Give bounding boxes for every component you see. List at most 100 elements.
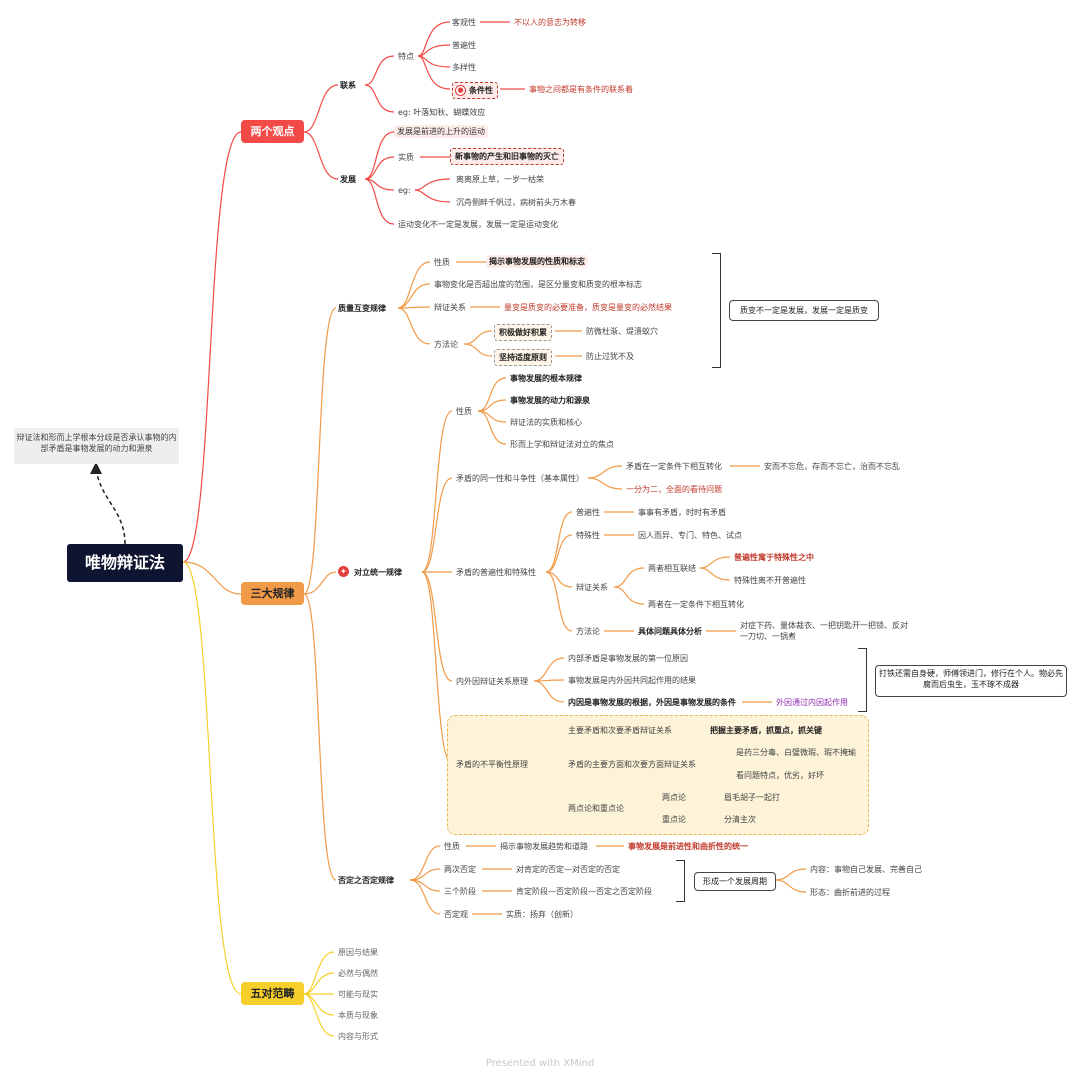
io-summary[interactable]: 打铁还需自身硬，师傅领进门，修行在个人。物必先腐而后虫生，玉不琢不成器 xyxy=(875,665,1067,697)
qc-summary[interactable]: 质变不一定是发展，发展一定是质变 xyxy=(729,300,879,321)
node-essence[interactable]: 实质 xyxy=(398,153,414,162)
topic-three-laws[interactable]: 三大规律 xyxy=(241,582,304,605)
node-neg-twice[interactable]: 两次否定 xyxy=(444,865,476,874)
node-unity-un1[interactable]: 主要矛盾和次要矛盾辩证关系 xyxy=(568,726,672,735)
note-neg-twice: 对肯定的否定—对否定的否定 xyxy=(516,865,620,874)
note-qc-m2: 防止过犹不及 xyxy=(586,352,634,361)
note-unity-un3b: 分清主次 xyxy=(724,815,756,824)
node-unity-same[interactable]: 矛盾的同一性和斗争性（基本属性） xyxy=(456,474,584,483)
note-conditional: 事物之间都是有条件的联系着 xyxy=(529,85,633,94)
node-unity-uneven[interactable]: 矛盾的不平衡性原理 xyxy=(456,760,528,769)
node-develop-a[interactable]: 发展是前进的上升的运动 xyxy=(394,125,488,138)
node-objective[interactable]: 客观性 xyxy=(452,18,476,27)
node-unity-u3a1[interactable]: 普遍性寓于特殊性之中 xyxy=(734,552,814,562)
note-neg-view: 实质：扬弃（创新） xyxy=(506,910,578,919)
node-unity-uni[interactable]: 矛盾的普遍性和特殊性 xyxy=(456,568,536,577)
topic-two-views[interactable]: 两个观点 xyxy=(241,120,304,143)
node-unity-io3[interactable]: 内因是事物发展的根据，外因是事物发展的条件 xyxy=(568,697,736,707)
node-unity-io2[interactable]: 事物发展是内外因共同起作用的结果 xyxy=(568,676,696,685)
node-neg-view[interactable]: 否定观 xyxy=(444,910,468,919)
root-note: 辩证法和形而上学根本分歧是否承认事物的内部矛盾是事物发展的动力和源泉 xyxy=(14,428,179,464)
node-unity-un3b[interactable]: 重点论 xyxy=(662,815,686,824)
node-unity-law[interactable]: 对立统一规律 xyxy=(354,567,402,577)
node-qc-m1[interactable]: 积极做好积累 xyxy=(494,324,552,341)
node-neg-law[interactable]: 否定之否定规律 xyxy=(338,875,394,885)
node-unity-nature[interactable]: 性质 xyxy=(456,407,472,416)
node-qc-law[interactable]: 质量互变规律 xyxy=(338,303,386,313)
node-unity-u2[interactable]: 特殊性 xyxy=(576,531,600,540)
note-unity-un3a: 眉毛胡子一起打 xyxy=(724,793,780,802)
node-unity-un3a[interactable]: 两点论 xyxy=(662,793,686,802)
node-neg-form[interactable]: 形态：曲折前进的过程 xyxy=(810,888,890,897)
node-link[interactable]: 联系 xyxy=(340,80,356,90)
io-summary-brace xyxy=(858,648,867,712)
node-neg-three[interactable]: 三个阶段 xyxy=(444,887,476,896)
target-icon: ● xyxy=(455,85,466,96)
pair-item[interactable]: 可能与现实 xyxy=(338,990,378,999)
node-unity-u4a[interactable]: 具体问题具体分析 xyxy=(638,627,702,636)
topic-five-pairs[interactable]: 五对范畴 xyxy=(241,982,304,1005)
node-conditional-label: 条件性 xyxy=(469,86,493,95)
note-unity-u4a-2: 一刀切、一锅煮 xyxy=(740,632,796,641)
node-develop-eg[interactable]: eg: xyxy=(398,186,411,195)
node-develop[interactable]: 发展 xyxy=(340,174,356,184)
node-unity-u1[interactable]: 普遍性 xyxy=(576,508,600,517)
pair-item[interactable]: 原因与结果 xyxy=(338,948,378,957)
node-link-eg[interactable]: eg: 叶落知秋、蝴蝶效应 xyxy=(398,108,486,117)
node-unity-u3a2[interactable]: 特殊性离不开普遍性 xyxy=(734,576,806,585)
note-neg-nature2: 事物发展是前进性和曲折性的统一 xyxy=(628,841,748,851)
node-unity-un3[interactable]: 两点论和重点论 xyxy=(568,804,624,813)
node-qc-measure[interactable]: 事物变化是否超出度的范围，是区分量变和质变的根本标志 xyxy=(434,280,642,289)
note-neg-nature: 揭示事物发展趋势和道路 xyxy=(500,842,588,851)
node-develop-b[interactable]: 运动变化不一定是发展，发展一定是运动变化 xyxy=(398,220,558,229)
node-qc-method[interactable]: 方法论 xyxy=(434,340,458,349)
neg-cycle-brace xyxy=(676,860,685,902)
node-universal[interactable]: 普遍性 xyxy=(452,41,476,50)
node-unity-n3[interactable]: 辩证法的实质和核心 xyxy=(510,418,582,427)
node-unity-same2[interactable]: 一分为二，全面的看待问题 xyxy=(626,485,722,494)
note-unity-un1: 把握主要矛盾，抓重点，抓关键 xyxy=(710,726,822,735)
root-topic[interactable]: 唯物辩证法 xyxy=(67,544,183,582)
node-qc-m2[interactable]: 坚持适度原则 xyxy=(494,349,552,366)
pair-item[interactable]: 内容与形式 xyxy=(338,1032,378,1041)
note-unity-io3: 外因通过内因起作用 xyxy=(776,698,848,707)
qc-summary-brace xyxy=(712,253,721,368)
note-unity-same1: 安而不忘危，存而不忘亡，治而不忘乱 xyxy=(764,462,900,471)
footer-watermark: Presented with XMind xyxy=(485,1058,595,1069)
note-unity-u1: 事事有矛盾，时时有矛盾 xyxy=(638,508,726,517)
node-unity-same1[interactable]: 矛盾在一定条件下相互转化 xyxy=(626,462,722,471)
pair-item[interactable]: 本质与现象 xyxy=(338,1011,378,1020)
node-unity-n4[interactable]: 形而上学和辩证法对立的焦点 xyxy=(510,440,614,449)
node-feature[interactable]: 特点 xyxy=(398,52,414,61)
node-unity-n1[interactable]: 事物发展的根本规律 xyxy=(510,374,582,383)
node-neg-content[interactable]: 内容：事物自己发展、完善自己 xyxy=(810,865,922,874)
node-diverse[interactable]: 多样性 xyxy=(452,63,476,72)
note-qc-m1: 防微杜渐、堤溃蚁穴 xyxy=(586,327,658,336)
node-unity-io1[interactable]: 内部矛盾是事物发展的第一位原因 xyxy=(568,654,688,663)
node-essence-note[interactable]: 新事物的产生和旧事物的灭亡 xyxy=(450,148,564,165)
node-qc-nature[interactable]: 性质 xyxy=(434,258,450,267)
node-qc-dialectic[interactable]: 辩证关系 xyxy=(434,303,466,312)
note-qc-nature: 揭示事物发展的性质和标志 xyxy=(486,255,588,268)
star-icon: ✦ xyxy=(338,566,349,577)
node-unity-un2b[interactable]: 看问题特点，优劣，好坏 xyxy=(736,771,824,780)
node-unity-n2[interactable]: 事物发展的动力和源泉 xyxy=(510,396,590,405)
note-neg-three: 肯定阶段—否定阶段—否定之否定阶段 xyxy=(516,887,652,896)
node-unity-inout[interactable]: 内外因辩证关系原理 xyxy=(456,677,528,686)
node-unity-u3a[interactable]: 两者相互联结 xyxy=(648,564,696,573)
note-unity-u4a-1: 对症下药、量体裁衣、一把钥匙开一把锁、反对 xyxy=(740,621,908,630)
node-develop-eg1[interactable]: 离离原上草，一岁一枯荣 xyxy=(456,175,544,184)
node-neg-nature[interactable]: 性质 xyxy=(444,842,460,851)
pair-item[interactable]: 必然与偶然 xyxy=(338,969,378,978)
note-qc-dialectic: 量变是质变的必要准备，质变是量变的必然结果 xyxy=(504,303,672,312)
node-unity-u4[interactable]: 方法论 xyxy=(576,627,600,636)
node-unity-un2a[interactable]: 是药三分毒、白璧微瑕、瑕不掩瑜 xyxy=(736,748,856,757)
node-unity-un2[interactable]: 矛盾的主要方面和次要方面辩证关系 xyxy=(568,760,696,769)
node-develop-eg2[interactable]: 沉舟侧畔千帆过，病树前头万木春 xyxy=(456,198,576,207)
node-unity-u3b[interactable]: 两者在一定条件下相互转化 xyxy=(648,600,744,609)
neg-cycle[interactable]: 形成一个发展周期 xyxy=(694,872,776,891)
note-objective: 不以人的意志为转移 xyxy=(514,18,586,27)
note-unity-u2: 因人而异、专门、特色、试点 xyxy=(638,531,742,540)
node-unity-u3[interactable]: 辩证关系 xyxy=(576,583,608,592)
